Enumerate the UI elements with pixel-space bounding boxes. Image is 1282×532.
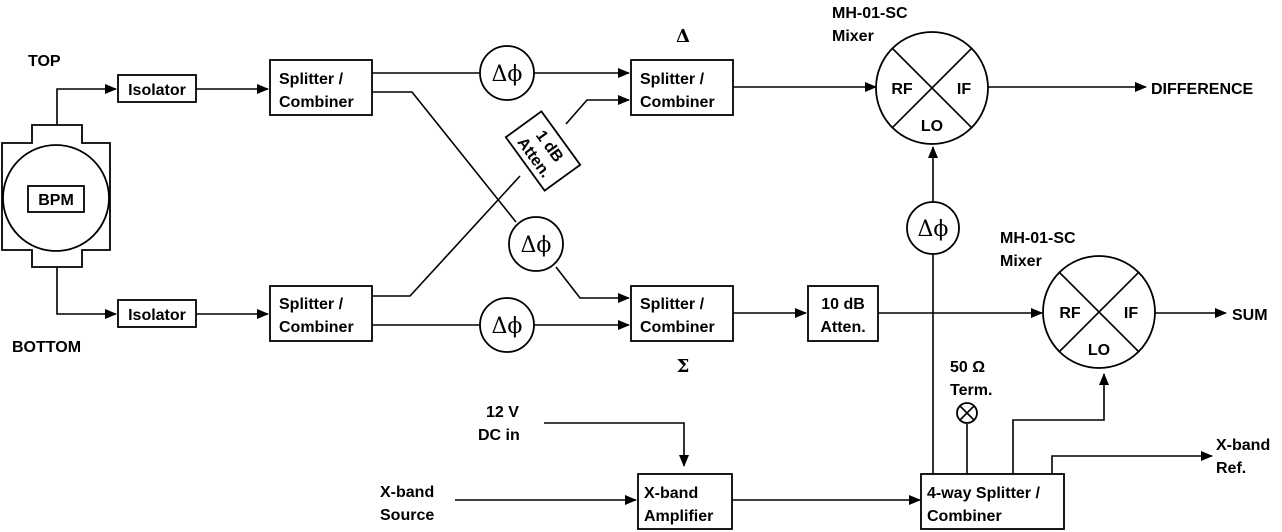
- mixer-top-rf: RF: [891, 81, 913, 98]
- termination-label-line2: Term.: [950, 382, 992, 399]
- mixer-top-title-line2: Mixer: [832, 28, 874, 45]
- splitter-sigma-line2: Combiner: [640, 319, 715, 336]
- isolator-top-box: [117, 74, 197, 103]
- difference-output-label: DIFFERENCE: [1151, 81, 1254, 98]
- mixer-top-title-line1: MH-01-SC: [832, 5, 908, 22]
- phase-shifter-4-label: Δϕ: [918, 217, 949, 242]
- splitter-sigma-box: [630, 285, 734, 342]
- four-way-splitter-box: [920, 473, 1065, 530]
- phase-shifter-2: Δϕ: [508, 216, 564, 272]
- bottom-label: BOTTOM: [12, 339, 81, 356]
- sum-output-label: SUM: [1232, 307, 1268, 324]
- wire-bpm-bottom: [56, 262, 117, 319]
- four-way-splitter-line2: Combiner: [927, 508, 1002, 525]
- wires: [56, 68, 1227, 505]
- phase-shifter-4: Δϕ: [906, 201, 960, 255]
- splitter-top-left: Splitter / Combiner: [269, 59, 373, 116]
- splitter-bottom-left-line1: Splitter /: [279, 296, 344, 313]
- phase-shifter-4-circle: [906, 201, 960, 255]
- mixer-bottom: RF IF LO: [1042, 255, 1156, 369]
- isolator-top-label: Isolator: [128, 82, 186, 99]
- xband-amplifier-line2: Amplifier: [644, 508, 713, 525]
- bpm-label: BPM: [38, 192, 74, 209]
- mixer-top-if: IF: [957, 81, 971, 98]
- mixer-bottom-rf: RF: [1059, 305, 1081, 322]
- mixer-top-lo: LO: [921, 118, 943, 135]
- wire-splitter-to-ref: [1051, 451, 1213, 474]
- isolator-top: Isolator: [117, 74, 197, 103]
- splitter-delta-line2: Combiner: [640, 94, 715, 111]
- wire-top-cross: [372, 91, 517, 223]
- mixer-top-cross-b: [891, 47, 973, 129]
- four-way-splitter: 4-way Splitter / Combiner: [920, 473, 1065, 530]
- isolator-bottom-box: [117, 299, 197, 328]
- wire-phase2-to-sigma: [555, 266, 630, 303]
- phase-shifter-1-label: Δϕ: [492, 62, 523, 87]
- splitter-bottom-left-box: [269, 285, 373, 342]
- xband-amplifier: X-band Amplifier: [637, 473, 733, 530]
- xband-ref-line2: Ref.: [1216, 460, 1246, 477]
- xband-source-line1: X-band: [380, 484, 434, 501]
- wire-dc-to-amp: [544, 422, 689, 467]
- phase-shifter-3: Δϕ: [479, 297, 535, 353]
- mixer-bottom-lo: LO: [1088, 342, 1110, 359]
- xband-source-line2: Source: [380, 507, 434, 524]
- splitter-delta-box: [630, 59, 734, 116]
- splitter-sigma-line1: Splitter /: [640, 296, 705, 313]
- wire-atten-to-delta: [565, 95, 630, 125]
- sigma-symbol: Σ: [677, 356, 690, 377]
- mixer-bottom-cross-b: [1058, 271, 1140, 353]
- dc-in-line1: 12 V: [486, 404, 519, 421]
- splitter-delta: Splitter / Combiner: [630, 59, 734, 116]
- splitter-sigma: Splitter / Combiner: [630, 285, 734, 342]
- phase-shifter-1-circle: [479, 45, 535, 101]
- wire-bpm-top: [56, 84, 117, 138]
- phase-shifter-1: Δϕ: [479, 45, 535, 101]
- mixer-bottom-if: IF: [1124, 305, 1138, 322]
- splitter-top-left-line2: Combiner: [279, 94, 354, 111]
- wire-splitter-to-mixer-lo: [1012, 373, 1109, 474]
- xband-ref-line1: X-band: [1216, 437, 1270, 454]
- attenuator-1db-box: [504, 110, 582, 192]
- mixer-bottom-title-line1: MH-01-SC: [1000, 230, 1076, 247]
- attenuator-10db-box: [807, 285, 879, 342]
- wire-bottom-cross: [372, 175, 521, 297]
- splitter-delta-line1: Splitter /: [640, 71, 705, 88]
- attenuator-10db: 10 dB Atten.: [807, 285, 879, 342]
- bpm-device: BPM: [1, 124, 111, 268]
- phase-shifter-2-label: Δϕ: [521, 233, 552, 258]
- xband-amplifier-line1: X-band: [644, 485, 698, 502]
- dc-in-line2: DC in: [478, 427, 520, 444]
- xband-amplifier-box: [637, 473, 733, 530]
- mixer-top: RF IF LO: [875, 31, 989, 145]
- splitter-bottom-left: Splitter / Combiner: [269, 285, 373, 342]
- attenuator-10db-line2: Atten.: [820, 319, 865, 336]
- termination-cross-b: [959, 405, 975, 421]
- termination-label-line1: 50 Ω: [950, 359, 985, 376]
- attenuator-10db-line1: 10 dB: [821, 296, 865, 313]
- splitter-bottom-left-line2: Combiner: [279, 319, 354, 336]
- termination: [956, 402, 978, 424]
- bpm-label-box: [27, 185, 85, 213]
- delta-symbol: Δ: [676, 26, 690, 47]
- four-way-splitter-line1: 4-way Splitter /: [927, 485, 1040, 502]
- isolator-bottom-label: Isolator: [128, 307, 186, 324]
- isolator-bottom: Isolator: [117, 299, 197, 328]
- phase-shifter-3-label: Δϕ: [492, 314, 523, 339]
- splitter-top-left-box: [269, 59, 373, 116]
- top-label: TOP: [28, 53, 61, 70]
- mixer-bottom-title-line2: Mixer: [1000, 253, 1042, 270]
- splitter-top-left-line1: Splitter /: [279, 71, 344, 88]
- phase-shifter-2-circle: [508, 216, 564, 272]
- phase-shifter-3-circle: [479, 297, 535, 353]
